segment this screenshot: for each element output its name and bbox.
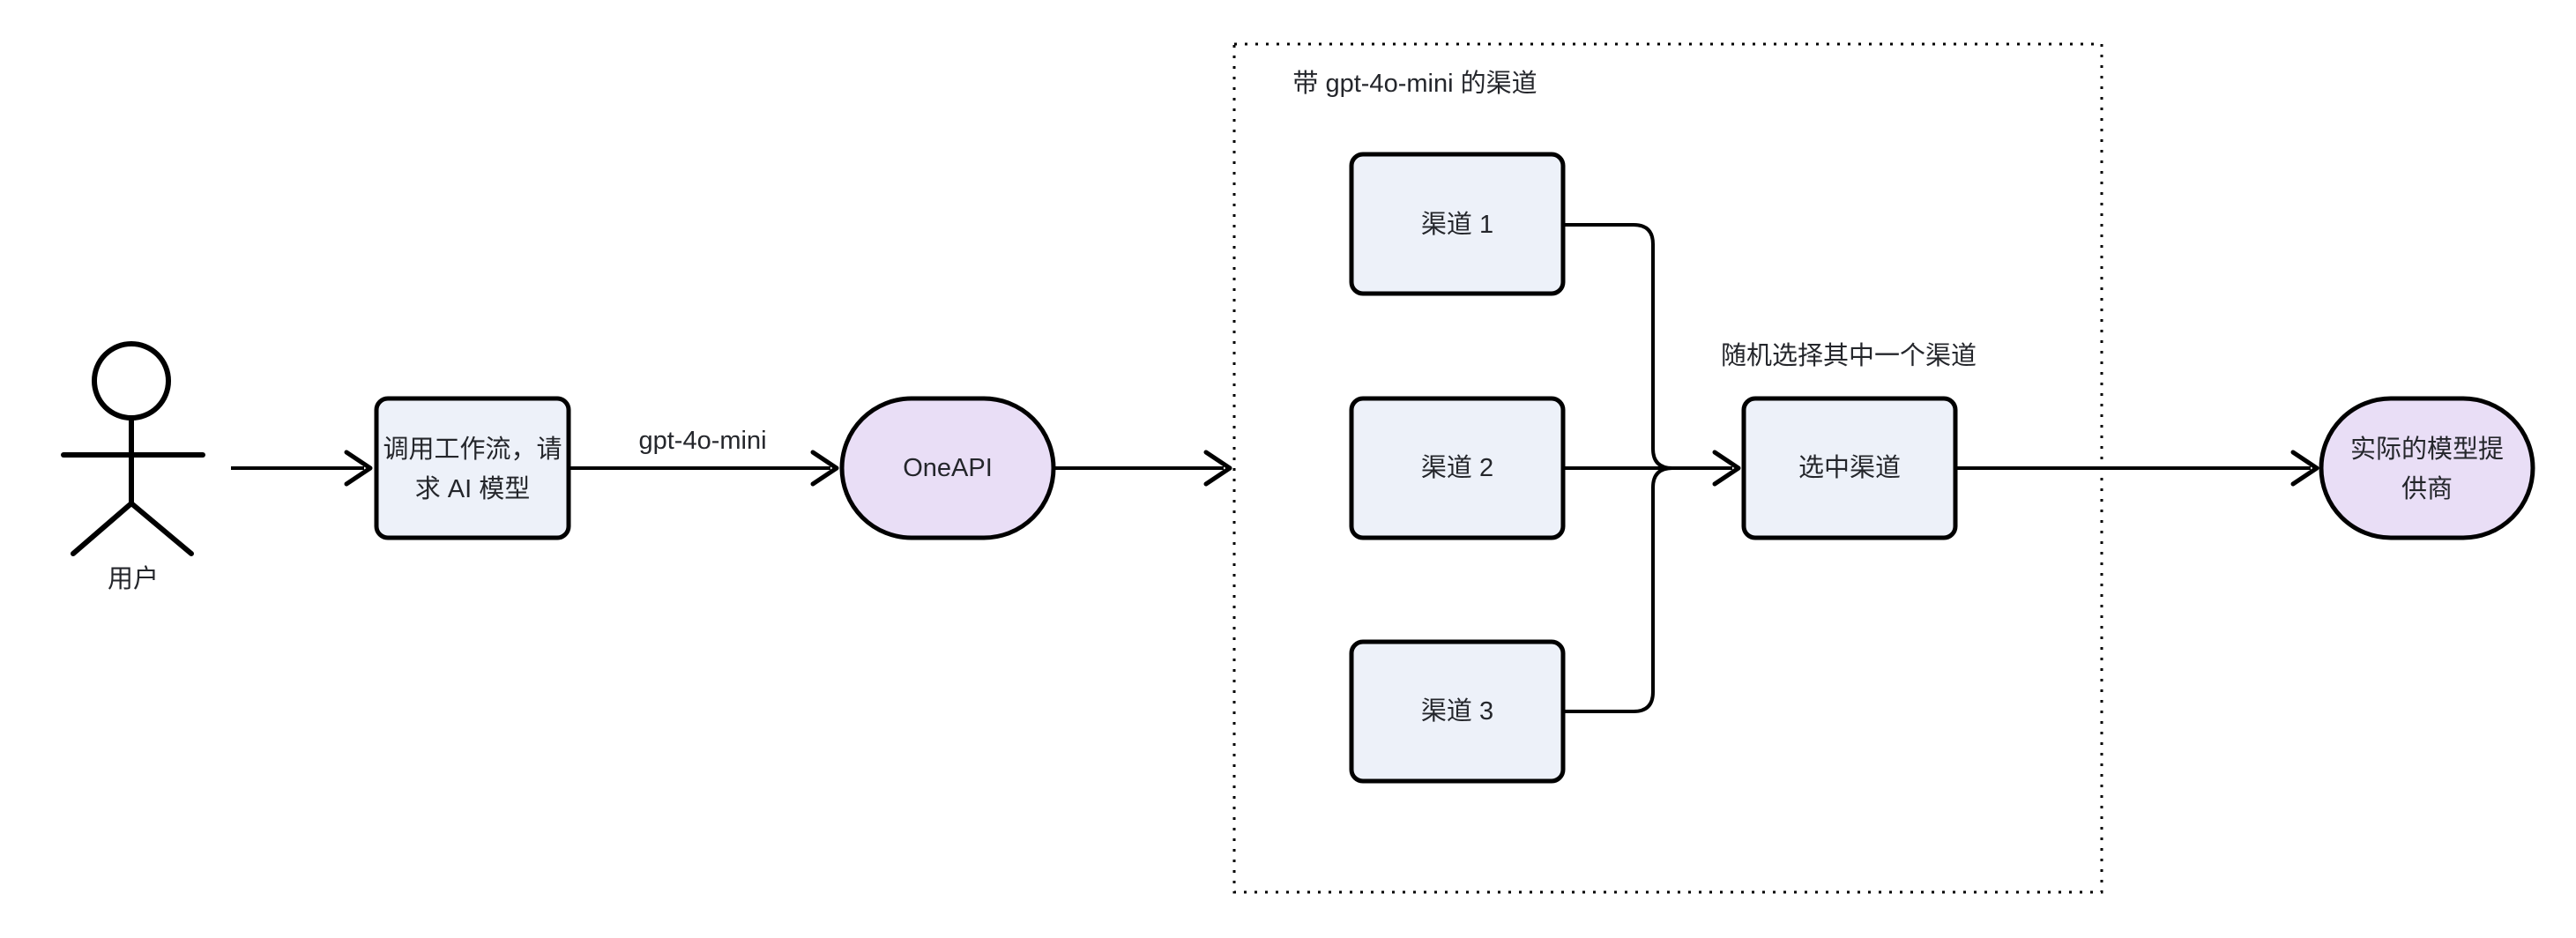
- edge-channel2-to-selected: [1563, 450, 1741, 487]
- node-channel2-label: 渠道 2: [1421, 453, 1493, 482]
- node-workflow-shape: [374, 396, 571, 540]
- edge-channel1-to-selected: [1563, 223, 1673, 470]
- node-workflow: 调用工作流，请 求 AI 模型: [374, 396, 571, 540]
- arrowhead-icon: [1712, 450, 1741, 487]
- edge-line: [1563, 466, 1673, 713]
- edge-selected-to-provider: [1955, 450, 2319, 487]
- edge-line: [1563, 223, 1673, 470]
- actor-label: 用户: [108, 564, 159, 593]
- node-channel3: 渠道 3: [1349, 639, 1566, 784]
- node-channel1: 渠道 1: [1349, 152, 1566, 296]
- node-oneapi-label: OneAPI: [903, 454, 993, 482]
- actor-left-leg: [71, 501, 134, 556]
- node-workflow-label-line1: 调用工作流，请: [383, 435, 562, 464]
- edge-model-label: gpt-4o-mini: [638, 427, 766, 455]
- node-provider-shape: [2319, 396, 2535, 540]
- node-channel2: 渠道 2: [1349, 396, 1566, 540]
- random-select-annotation: 随机选择其中一个渠道: [1721, 341, 1977, 370]
- arrowhead-icon: [344, 450, 373, 487]
- node-provider-label-line1: 实际的模型提: [2350, 435, 2504, 464]
- node-oneapi-shape: [839, 396, 1056, 540]
- edge-user-to-workflow: [231, 450, 373, 487]
- edge-channel3-to-selected: [1563, 466, 1673, 713]
- actor-right-leg: [129, 501, 194, 556]
- node-provider: 实际的模型提 供商: [2319, 396, 2535, 540]
- channels-container: 带 gpt-4o-mini 的渠道: [1232, 42, 2103, 894]
- node-selected: 随机选择其中一个渠道 选中渠道: [1721, 341, 1977, 540]
- node-channel1-label: 渠道 1: [1421, 210, 1493, 239]
- edge-oneapi-to-container: [1054, 450, 1232, 487]
- arrowhead-icon: [1203, 450, 1232, 487]
- node-channel3-label: 渠道 3: [1421, 696, 1493, 726]
- arrowhead-icon: [2290, 450, 2319, 487]
- node-provider-label-line2: 供商: [2401, 474, 2453, 503]
- edge-workflow-to-oneapi: gpt-4o-mini: [570, 427, 839, 487]
- arrowhead-icon: [810, 450, 839, 487]
- actor-head: [92, 341, 171, 421]
- node-oneapi: OneAPI: [839, 396, 1056, 540]
- node-selected-label: 选中渠道: [1798, 453, 1901, 482]
- channels-container-title: 带 gpt-4o-mini 的渠道: [1292, 69, 1537, 98]
- node-workflow-label-line2: 求 AI 模型: [415, 474, 531, 503]
- actor-user: 用户: [61, 341, 205, 593]
